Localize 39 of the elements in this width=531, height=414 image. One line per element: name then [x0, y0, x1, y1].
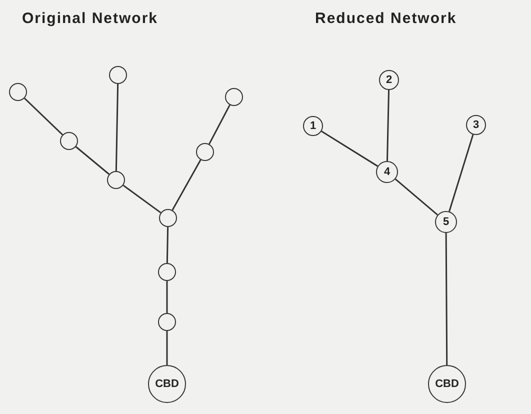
connector-line: [172, 159, 202, 211]
node-circle: [379, 70, 399, 90]
empty-circle: [196, 143, 214, 161]
node-label: CBD: [155, 378, 179, 390]
empty-circle: [107, 171, 125, 189]
connector-line: [115, 84, 119, 172]
connector-line: [448, 134, 474, 212]
connector-line: [24, 98, 64, 136]
node-label: 5: [442, 216, 450, 228]
node-label: 3: [472, 119, 480, 131]
empty-circle: [158, 313, 176, 331]
connector-line: [166, 226, 169, 264]
node-circle: [376, 161, 398, 183]
node-label: 1: [310, 120, 316, 132]
node-circle: [466, 115, 486, 135]
panel-title: Original Network: [22, 10, 158, 27]
connector-line: [166, 331, 168, 365]
empty-circle: [225, 88, 243, 106]
connector-line: [75, 146, 110, 175]
node-label: CBD: [435, 378, 459, 390]
connector-line: [166, 281, 168, 313]
node-label: 4: [384, 166, 390, 178]
empty-circle: [109, 66, 127, 84]
connector-line: [122, 184, 162, 214]
node-circle: [303, 116, 323, 136]
node-circle: [428, 365, 466, 403]
empty-circle: [9, 83, 27, 101]
connector-line: [445, 233, 448, 365]
node-label: 2: [386, 74, 392, 86]
panel-title: Reduced Network: [315, 10, 457, 27]
empty-circle: [159, 209, 177, 227]
connector-line: [321, 130, 378, 167]
empty-circle: [158, 263, 176, 281]
connector-line: [394, 178, 438, 216]
node-circle: [435, 211, 457, 233]
connector-line: [208, 104, 230, 144]
connector-line: [386, 90, 390, 162]
node-circle: [148, 365, 186, 403]
empty-circle: [60, 132, 78, 150]
